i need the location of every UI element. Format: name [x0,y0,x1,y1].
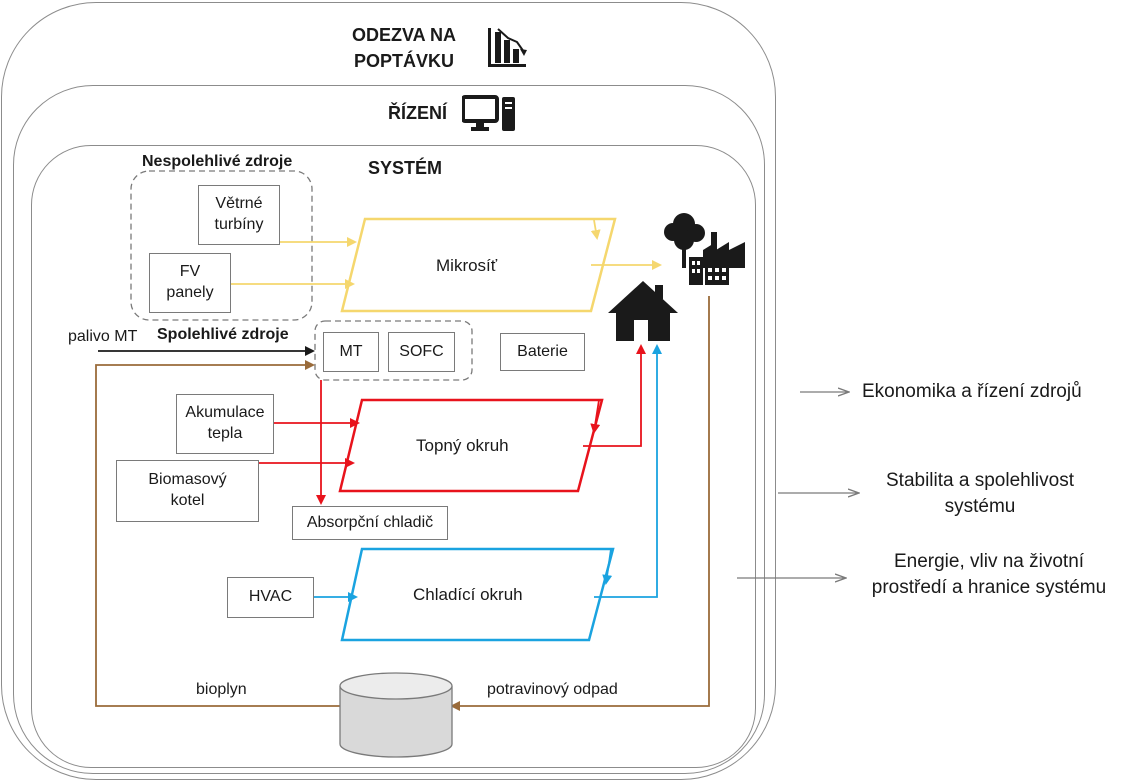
trees-and-factory-icon [664,213,745,285]
system-layer [31,145,756,768]
cooling-shape [340,547,615,642]
fuel-mt-label: palivo MT [68,328,138,345]
biogas-label: bioplyn [196,681,247,698]
flow-cooling-to-house [594,344,662,598]
flow-cooling-internal [602,548,613,585]
absorption-chiller-box: Absorpční chladič [292,506,448,540]
bar-chart-decline-icon [488,28,527,67]
flow-city-waste-to-digester [450,296,710,711]
stability-label: Stabilita a spolehlivost systému [886,470,1074,517]
demand-response-title: ODEZVA NA POPTÁVKU [351,25,456,71]
flow-heating-internal [590,399,601,434]
cooling-loop-label: Chladící okruh [413,585,523,604]
battery-box: Baterie [500,333,585,371]
desktop-computer-icon [462,95,515,131]
hvac-box: HVAC [227,577,314,618]
unreliable-sources-group [130,170,313,321]
food-waste-label: potravinový odpad [487,681,618,698]
control-layer [13,85,765,774]
microgrid-label: Mikrosíť [436,256,498,275]
flow-heating-to-house [583,344,646,447]
biogas-tank-icon [339,672,453,758]
flow-microgrid-internal [590,219,601,240]
reliable-sources-title: Spolehlivé zdroje [157,326,289,343]
system-title: SYSTÉM [368,158,443,178]
control-title: ŘÍZENÍ [388,103,448,123]
demand-response-layer [1,2,776,780]
heating-loop-label: Topný okruh [416,436,509,455]
energy-label: Energie, vliv na životní prostředí a hra… [871,551,1107,598]
unreliable-sources-title: Nespolehlivé zdroje [142,153,293,170]
sofc-box: SOFC [388,332,455,372]
mt-box: MT [323,332,379,372]
flow-biogas-to-mt [95,360,340,707]
economics-label: Ekonomika a řízení zdrojů [862,381,1082,402]
house-icon [608,281,678,341]
reliable-sources-group [314,320,473,381]
